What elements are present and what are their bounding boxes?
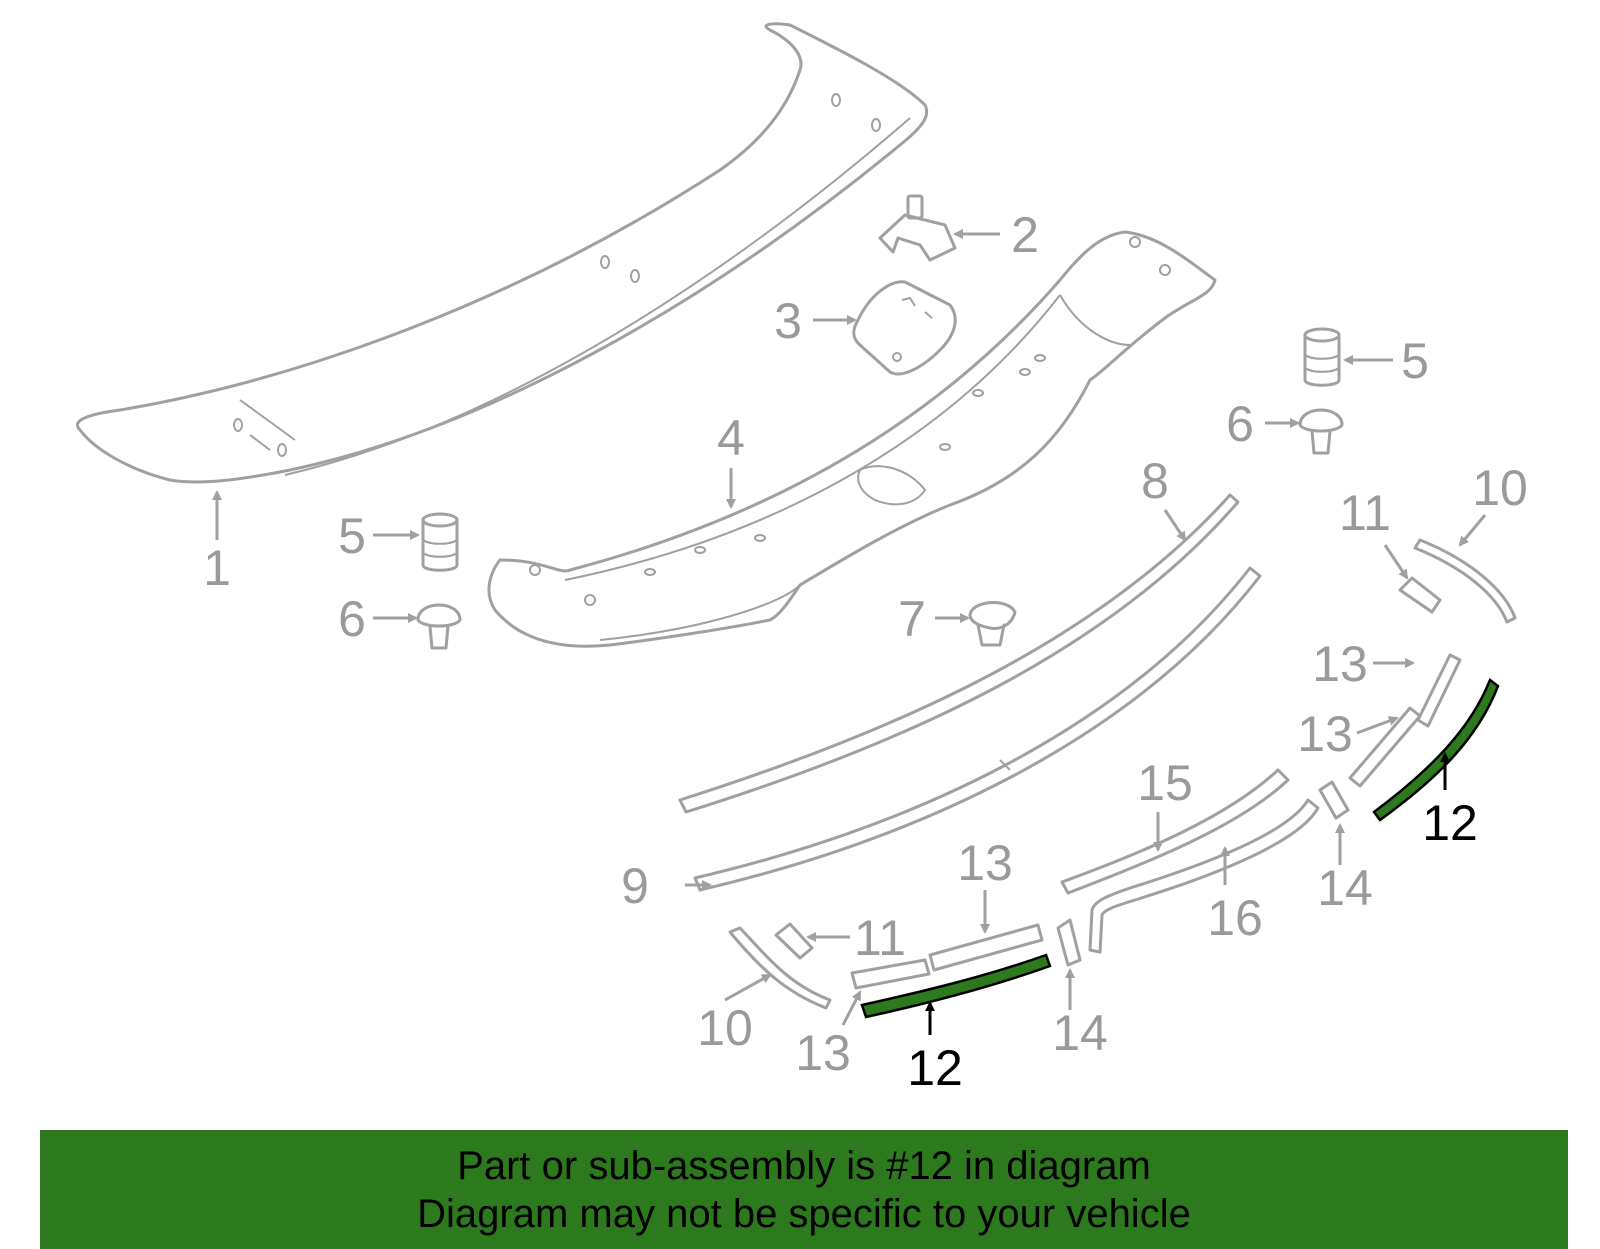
part-6-clip-right — [1298, 408, 1344, 455]
callout-2: 2 — [1011, 207, 1039, 263]
callout-6-right: 6 — [1226, 396, 1254, 452]
part-11-left — [774, 922, 814, 960]
callout-15: 15 — [1137, 755, 1193, 811]
part-2-bracket — [878, 194, 957, 262]
callout-10-right: 10 — [1472, 460, 1528, 516]
banner-line-disclaimer: Diagram may not be specific to your vehi… — [417, 1191, 1191, 1236]
callout-5-left: 5 — [338, 508, 366, 564]
callout-5-right: 5 — [1401, 333, 1429, 389]
callout-8: 8 — [1141, 453, 1169, 509]
callout-13-bottom-left: 13 — [795, 1025, 851, 1081]
part-10-left — [728, 926, 832, 1010]
part-4-spoiler-base — [487, 230, 1217, 648]
callout-6-left: 6 — [338, 591, 366, 647]
callout-11-left: 11 — [854, 910, 906, 966]
info-banner: Part or sub-assembly is #12 in diagram D… — [40, 1130, 1568, 1249]
part-9-strip — [693, 566, 1262, 892]
callout-11-right: 11 — [1339, 485, 1391, 541]
banner-line-part: Part or sub-assembly is #12 in diagram — [457, 1143, 1151, 1188]
callout-13-top-left: 13 — [957, 835, 1013, 891]
callout-labels: 1 2 3 4 5 5 6 6 7 8 9 10 10 11 11 13 13 … — [203, 207, 1528, 1096]
callout-14-right: 14 — [1317, 860, 1373, 916]
callout-7: 7 — [898, 591, 926, 647]
callout-arrows — [212, 229, 1487, 1035]
part-13-strips — [850, 653, 1462, 990]
callout-16: 16 — [1207, 890, 1263, 946]
part-8-strip — [678, 493, 1240, 814]
parts-diagram: 1 2 3 4 5 5 6 6 7 8 9 10 10 11 11 13 13 … — [76, 22, 1528, 1096]
part-12-highlighted — [860, 678, 1500, 1019]
callout-10-left: 10 — [697, 1000, 753, 1056]
callout-12-right: 12 — [1422, 795, 1478, 851]
part-7-retainer — [968, 601, 1017, 647]
part-16-strip — [1088, 798, 1320, 954]
callout-9: 9 — [621, 858, 649, 914]
callout-1: 1 — [203, 540, 231, 596]
callout-12-left: 12 — [907, 1040, 963, 1096]
part-10-right — [1413, 538, 1517, 624]
part-3-pad — [852, 280, 957, 376]
callout-13-upper-right: 13 — [1312, 636, 1368, 692]
part-5-grommet-left — [421, 512, 459, 572]
callout-14-left: 14 — [1052, 1005, 1108, 1061]
part-14-pieces — [1056, 780, 1350, 967]
callout-3: 3 — [774, 293, 802, 349]
callout-13-lower-right: 13 — [1297, 706, 1353, 762]
part-11-right — [1398, 576, 1442, 614]
part-6-clip-left — [416, 603, 462, 650]
part-15-strip — [1060, 768, 1290, 895]
part-5-grommet-right — [1303, 327, 1341, 387]
part-1-spoiler — [76, 22, 929, 484]
callout-4: 4 — [717, 410, 745, 466]
